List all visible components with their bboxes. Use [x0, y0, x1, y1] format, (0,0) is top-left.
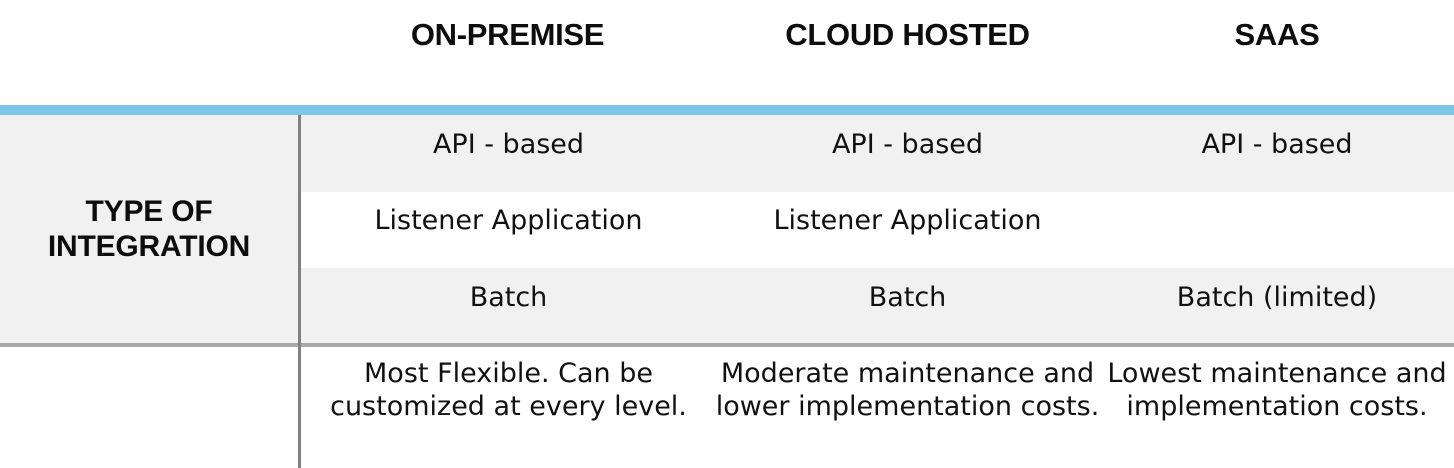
cell-summary-saas: Lowest maintenance and implementation co…: [1107, 358, 1447, 422]
cell-batch-on-premise: Batch: [469, 282, 548, 313]
table-column-header-row: ON-PREMISE CLOUD HOSTED SAAS: [0, 0, 1454, 105]
cell-api-based-saas: API - based: [1201, 129, 1353, 160]
column-divider: [298, 115, 301, 468]
row-label-line-1: TYPE OF: [85, 195, 213, 229]
accent-rule: [0, 105, 1454, 115]
cell-api-based-on-premise: API - based: [432, 129, 585, 160]
row-label-empty: [0, 347, 298, 468]
row-label-line-2: INTEGRATION: [47, 230, 251, 263]
cell-listener-application-on-premise: Listener Application: [374, 205, 643, 236]
cell-batch-saas: Batch (limited): [1176, 282, 1378, 313]
cell-api-based-cloud-hosted: API - based: [831, 129, 984, 160]
table-body: TYPE OF INTEGRATION API - based API - ba…: [0, 115, 1454, 468]
cell-summary-on-premise: Most Flexible. Can be customized at ever…: [330, 358, 687, 422]
cell-batch-cloud-hosted: Batch: [868, 282, 947, 313]
column-header-on-premise: ON-PREMISE: [410, 17, 605, 52]
row-divider: [0, 343, 1454, 347]
cell-summary-cloud-hosted: Moderate maintenance and lower implement…: [715, 358, 1100, 422]
column-header-saas: SAAS: [1234, 17, 1320, 52]
column-header-cloud-hosted: CLOUD HOSTED: [785, 17, 1030, 52]
cell-listener-application-cloud-hosted: Listener Application: [773, 205, 1042, 236]
row-label-type-of-integration: TYPE OF INTEGRATION: [0, 115, 298, 345]
